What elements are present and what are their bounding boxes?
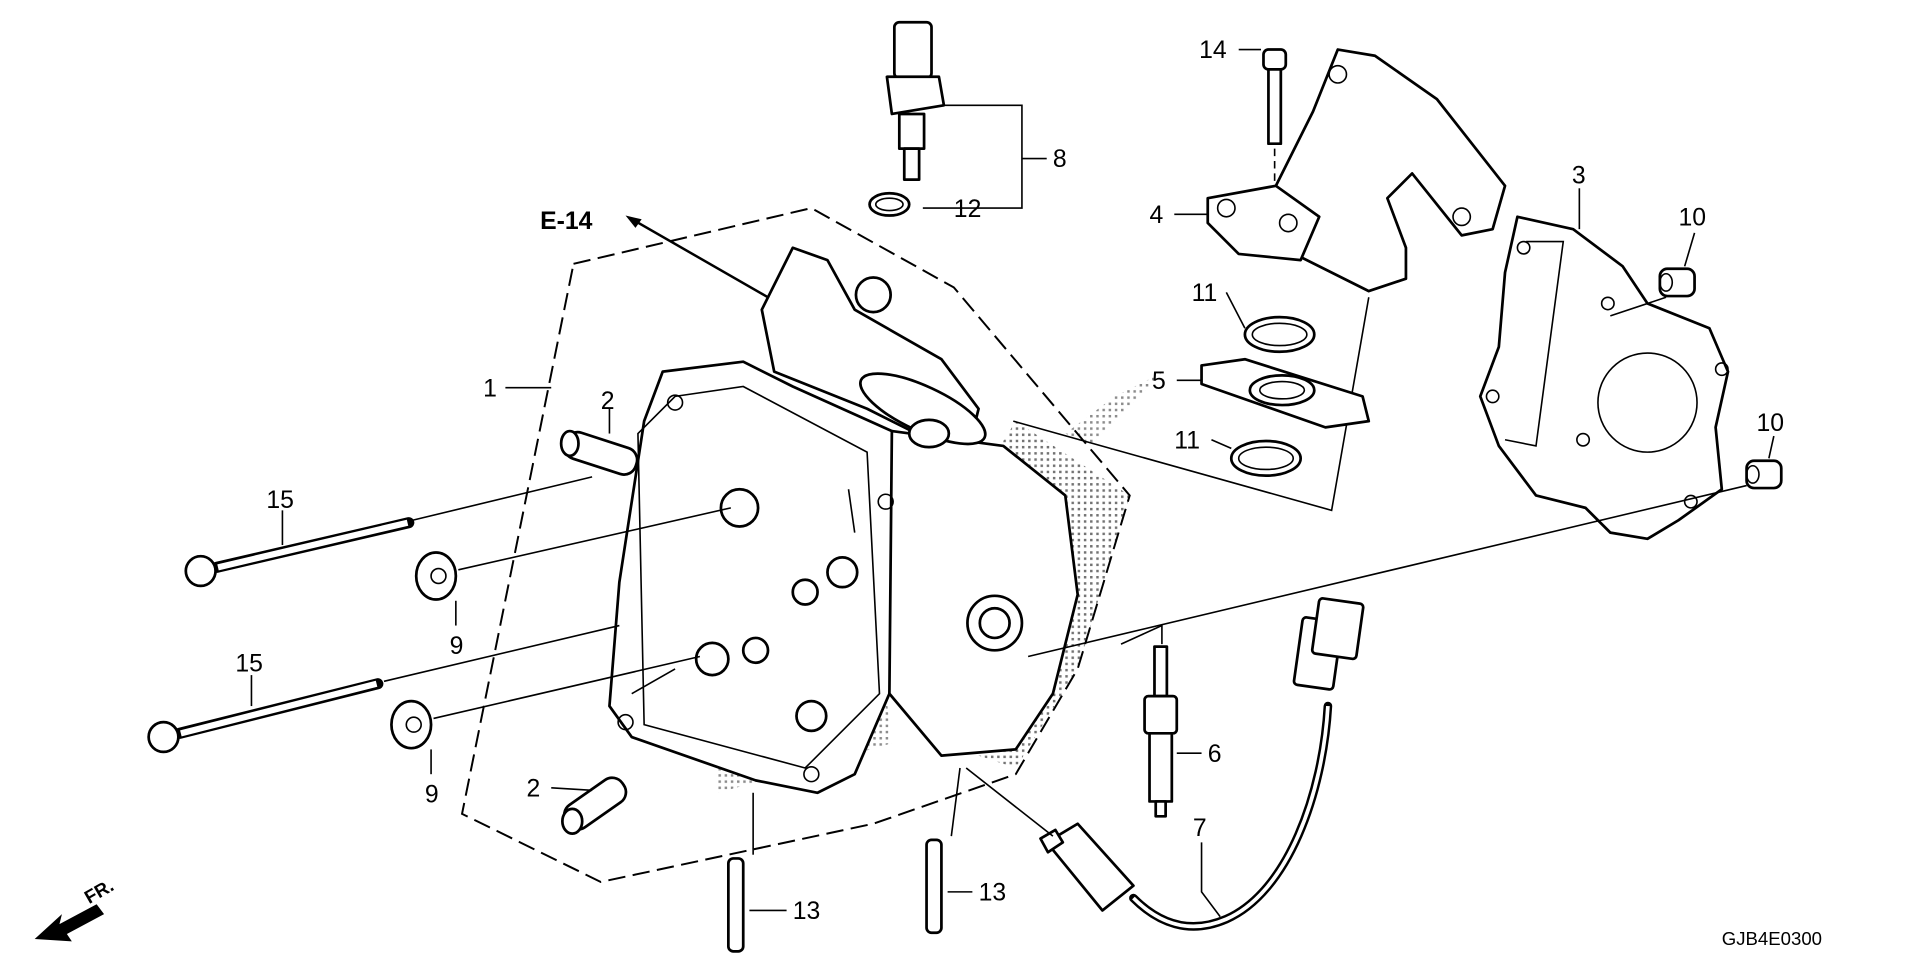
reference-label[interactable]: E-14 [540, 208, 593, 235]
leader-line [1027, 484, 1747, 658]
callout-15-lower[interactable]: 15 [235, 650, 263, 677]
callout-13-right[interactable]: 13 [979, 880, 1007, 907]
callout-11-upper[interactable]: 11 [1192, 280, 1218, 307]
dowel-pin-10-upper[interactable] [1658, 267, 1696, 298]
flange-bolt-upper[interactable] [184, 517, 415, 588]
dowel-pin-lower[interactable] [559, 773, 630, 836]
dowel-pin-upper[interactable] [559, 429, 640, 478]
callout-12[interactable]: 12 [954, 196, 982, 223]
stud-bolt-right[interactable] [925, 838, 943, 935]
stud-bolt-left[interactable] [726, 857, 745, 953]
callout-15-upper[interactable]: 15 [266, 487, 294, 514]
callout-2-lower[interactable]: 2 [526, 775, 540, 802]
drawing-code: GJB4E0300 [1722, 928, 1822, 949]
callout-1[interactable]: 1 [483, 375, 497, 402]
callout-4[interactable]: 4 [1150, 202, 1164, 229]
reference-arrow [632, 219, 770, 299]
flange-nut-lower[interactable] [390, 699, 433, 750]
intake-pipe[interactable] [1206, 48, 1507, 293]
bracket-line [1013, 297, 1370, 512]
cylinder-head[interactable] [608, 246, 1080, 795]
flange-bolt-lower[interactable] [147, 678, 384, 754]
callout-11-lower[interactable]: 11 [1174, 427, 1200, 454]
cylinder-head-assembly-outline [460, 207, 1131, 884]
bracket-line [1120, 624, 1163, 645]
leader-line [965, 767, 1054, 837]
oxygen-sensor[interactable] [1039, 597, 1365, 931]
bracket-line [922, 104, 1023, 209]
leader-line [1211, 439, 1232, 450]
leader-line [551, 787, 593, 792]
leader-line [383, 624, 620, 683]
leader-line [433, 655, 701, 720]
callout-10-lower[interactable]: 10 [1756, 410, 1784, 437]
cylinder-head-gasket[interactable] [1478, 215, 1730, 541]
spark-plug[interactable] [1143, 645, 1179, 818]
callout-14[interactable]: 14 [1199, 37, 1227, 64]
callout-7[interactable]: 7 [1193, 815, 1207, 842]
front-direction-indicator: FR. [34, 875, 117, 942]
front-arrow-icon [34, 904, 105, 942]
front-direction-label: FR. [81, 875, 117, 908]
callout-9-upper[interactable]: 9 [450, 633, 464, 660]
callout-9-lower[interactable]: 9 [425, 782, 439, 809]
o-ring-upper[interactable] [1243, 315, 1316, 354]
leader-line [1768, 435, 1775, 459]
temperature-sensor[interactable] [885, 20, 946, 181]
leader-line [1610, 296, 1667, 317]
o-ring-sensor[interactable] [868, 191, 911, 217]
flange-nut-upper[interactable] [414, 551, 458, 601]
leader-line [1200, 842, 1221, 918]
callout-10-upper[interactable]: 10 [1678, 204, 1706, 231]
bolt-14[interactable] [1262, 48, 1288, 146]
intake-insulator[interactable] [1200, 357, 1371, 429]
leader-line [1225, 291, 1246, 329]
callout-8[interactable]: 8 [1053, 146, 1067, 173]
leader-line [1683, 232, 1696, 267]
reference-arrowhead [625, 215, 642, 228]
stipple-shading [1065, 371, 1165, 446]
callout-13-left[interactable]: 13 [793, 898, 821, 925]
callout-2-upper[interactable]: 2 [601, 388, 615, 415]
leader-line [458, 507, 732, 571]
dowel-pin-10-lower[interactable] [1745, 459, 1783, 490]
leader-line [412, 476, 593, 522]
leader-line [950, 767, 961, 837]
callout-5[interactable]: 5 [1152, 368, 1166, 395]
o-ring-lower[interactable] [1229, 439, 1303, 478]
callout-6[interactable]: 6 [1208, 741, 1222, 768]
callout-3[interactable]: 3 [1572, 162, 1586, 189]
